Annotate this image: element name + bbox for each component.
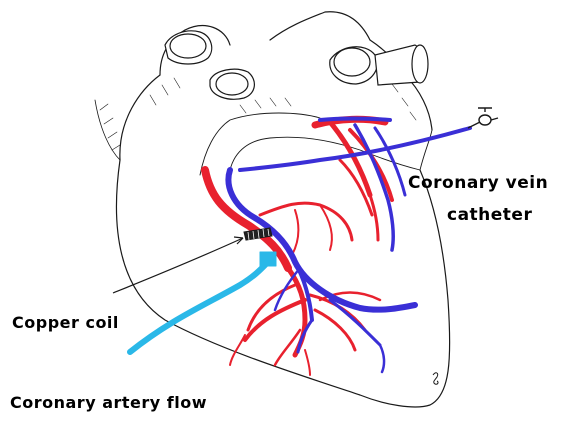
copper-coil-label: Copper coil (12, 313, 119, 332)
coronary-arteries (205, 119, 392, 375)
artist-mark (433, 373, 438, 384)
coronary-artery-flow-label: Coronary artery flow (10, 393, 207, 412)
copper-coil-pointer (113, 238, 243, 293)
coronary-vein-catheter-label-line1: Coronary vein (408, 173, 548, 193)
artery-flow-probe (130, 252, 276, 352)
catheter-hub-icon (468, 108, 498, 128)
great-vessels (165, 31, 428, 99)
coronary-veins (228, 119, 470, 373)
coronary-vein-catheter-label-line2: catheter (447, 205, 532, 225)
